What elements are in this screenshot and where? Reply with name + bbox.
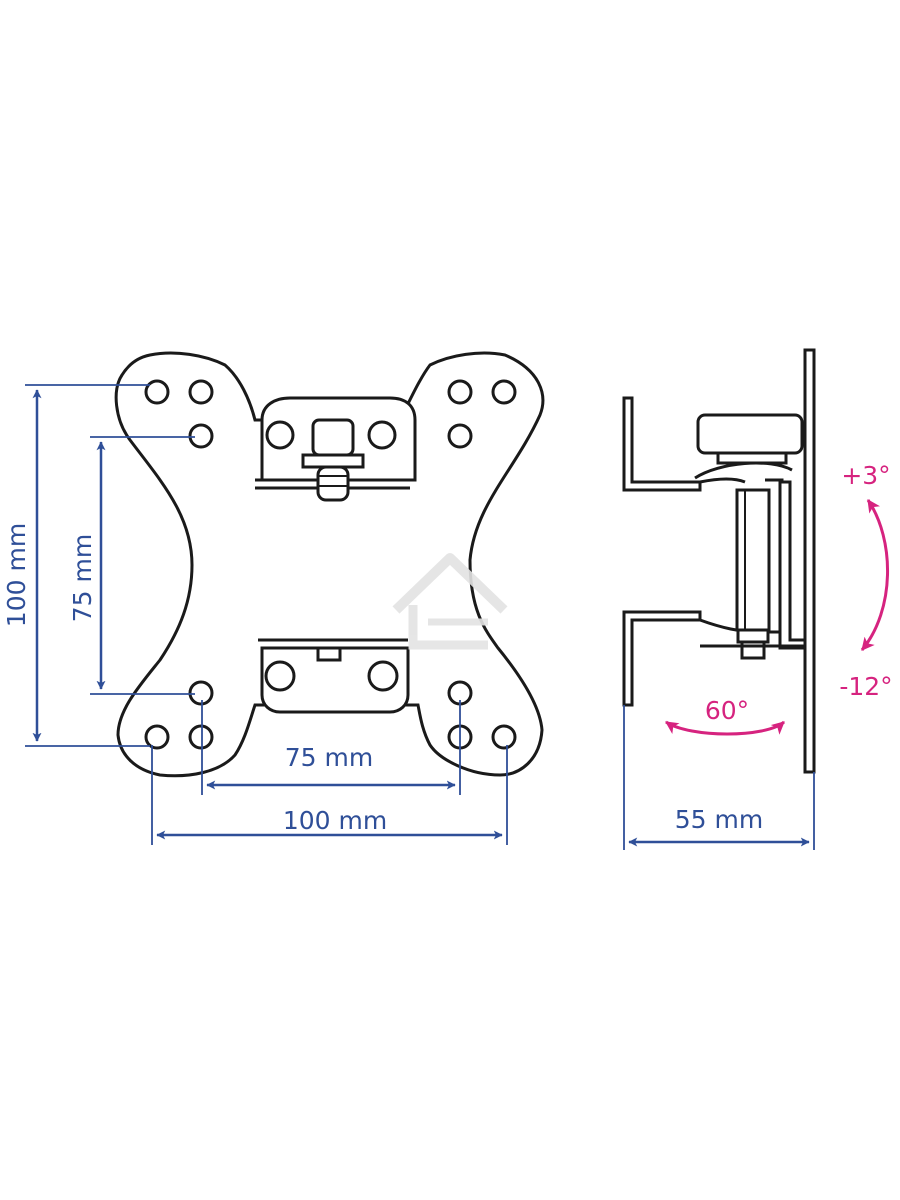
swivel-label: 60°: [705, 696, 749, 725]
upper-bracket: [255, 396, 417, 502]
dimension-inner-height: 75 mm: [68, 436, 195, 695]
lower-bracket: [258, 638, 410, 714]
inner-width-label: 75 mm: [285, 743, 373, 772]
depth-label: 55 mm: [675, 805, 763, 834]
dimension-outer-height: 100 mm: [2, 384, 150, 747]
swivel-indicator: 60°: [665, 696, 785, 736]
dimension-depth: 55 mm: [623, 705, 815, 850]
dimension-inner-width: 75 mm: [201, 700, 461, 795]
outer-width-label: 100 mm: [283, 806, 387, 835]
bracket-hole: [265, 420, 295, 450]
bolt-shank: [316, 465, 350, 502]
bracket-hole: [367, 420, 397, 450]
side-view: 60° +3° -12° 55 mm: [622, 348, 893, 850]
house-outline-icon: [392, 553, 508, 650]
bolt-head: [311, 418, 355, 457]
tilt-knob: [694, 413, 804, 480]
bracket-hole: [264, 660, 296, 692]
front-view: 100 mm 75 mm 75 mm 100 mm: [2, 351, 545, 845]
bracket-hole: [367, 660, 399, 692]
dimension-outer-width: 100 mm: [151, 745, 508, 845]
outer-height-label: 100 mm: [2, 523, 31, 627]
tilt-down-label: -12°: [839, 672, 892, 701]
wall-plate: [803, 348, 816, 774]
tilt-up-label: +3°: [841, 461, 890, 490]
tilt-indicator: +3° -12°: [839, 461, 892, 701]
vesa-holes: [144, 379, 517, 750]
swivel-arm: [700, 478, 807, 660]
inner-height-label: 75 mm: [68, 534, 97, 622]
vesa-plate: [114, 351, 545, 778]
